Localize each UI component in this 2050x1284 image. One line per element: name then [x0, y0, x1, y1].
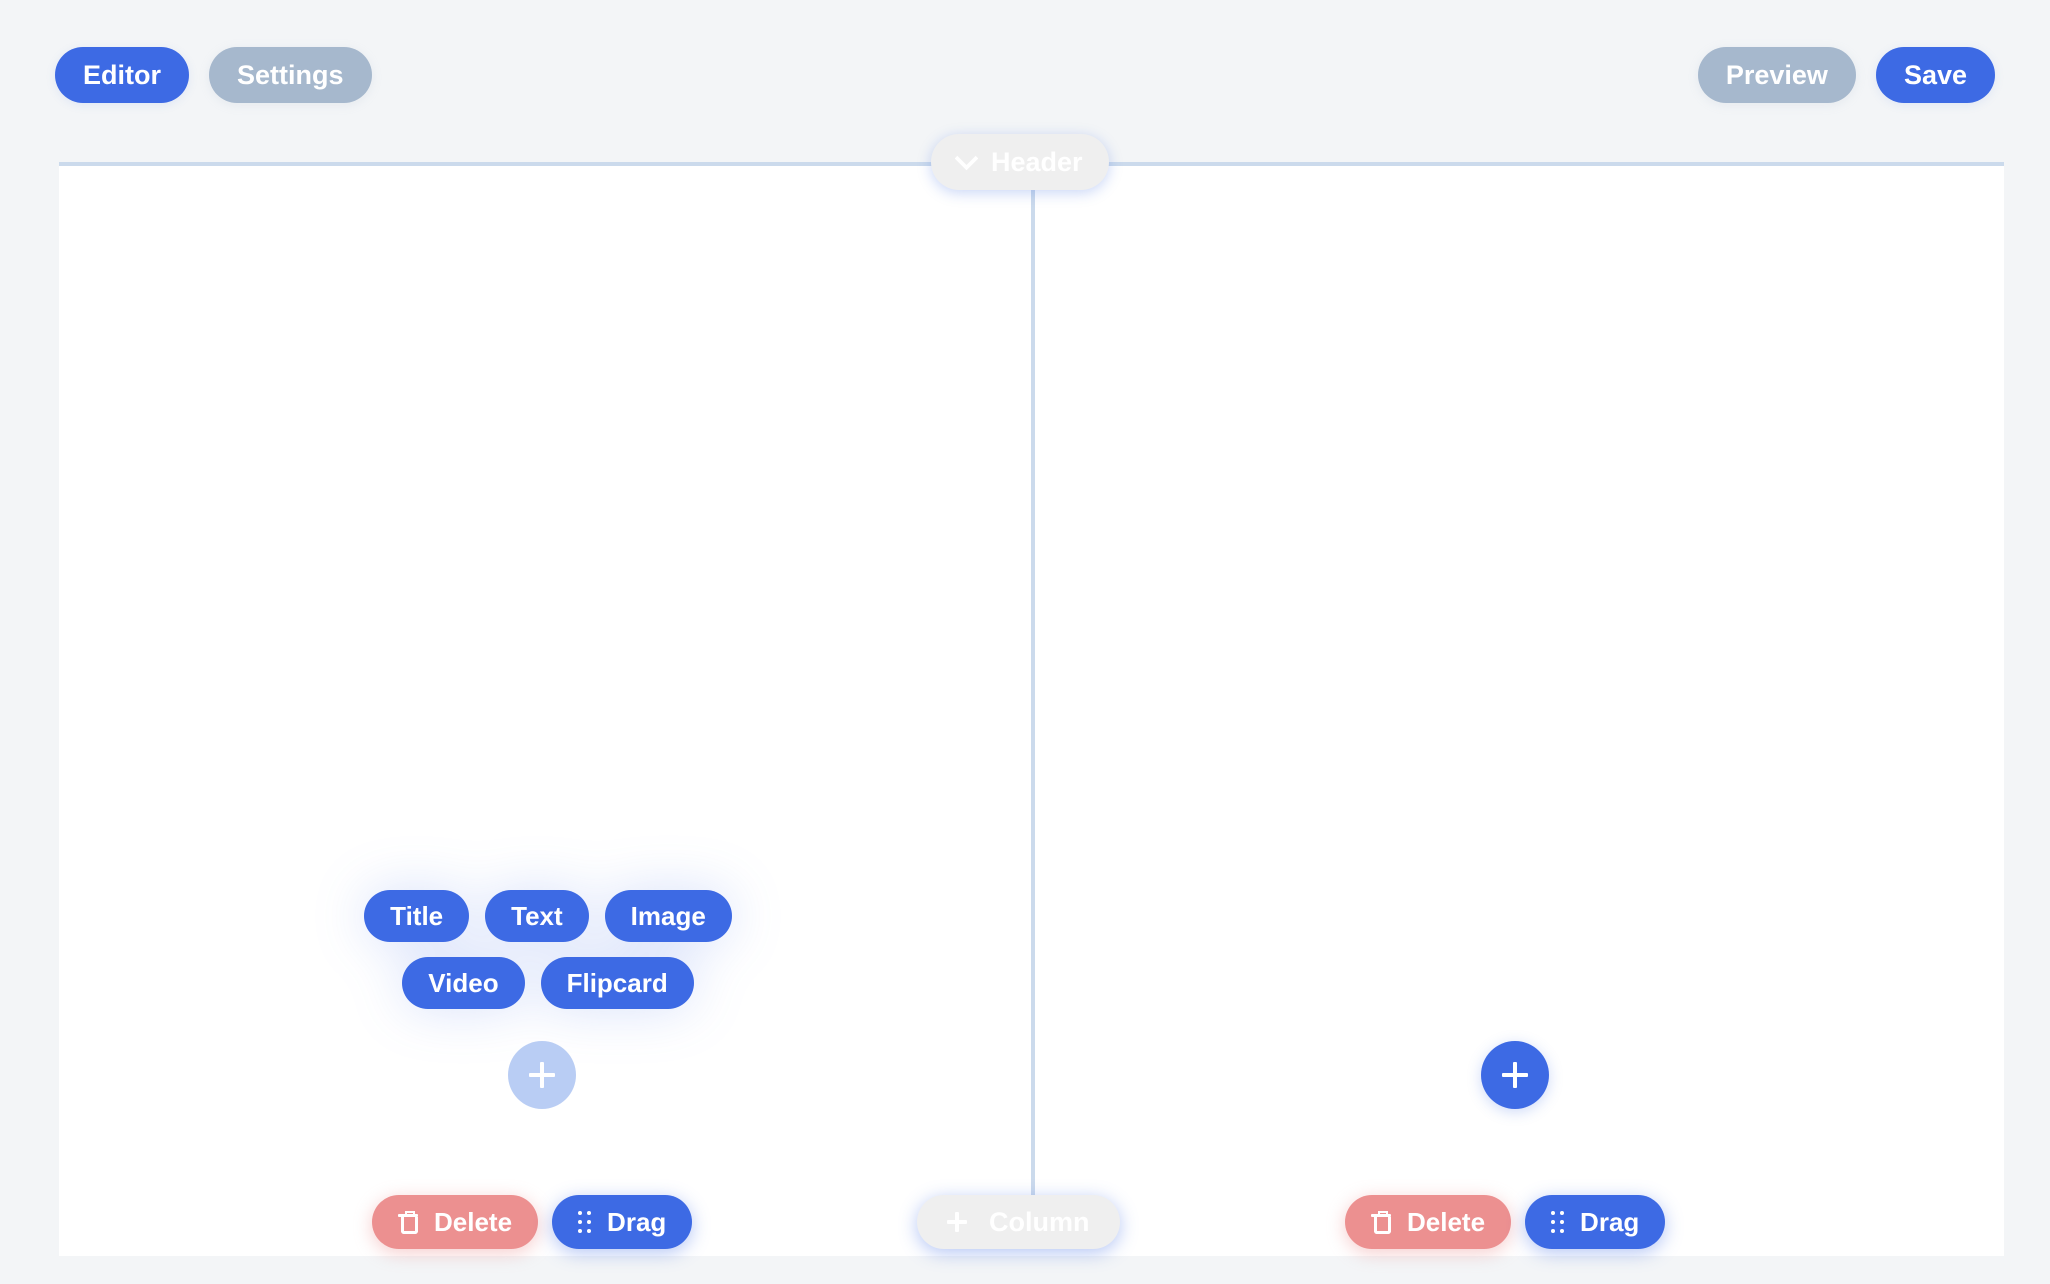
widget-option-flipcard[interactable]: Flipcard: [540, 957, 694, 1009]
delete-column-button-1[interactable]: Delete: [372, 1195, 539, 1249]
plus-icon: [1502, 1062, 1528, 1088]
grip-dots-icon: [578, 1211, 592, 1233]
widget-picker-row: Title Text Image: [364, 890, 732, 942]
delete-label: Delete: [434, 1207, 513, 1237]
widget-option-image[interactable]: Image: [604, 890, 732, 942]
section-header-toggle[interactable]: Header: [931, 134, 1109, 190]
grip-dots-icon: [1551, 1211, 1565, 1233]
add-column-button[interactable]: Column: [917, 1195, 1120, 1249]
add-block-button-column-2[interactable]: [1481, 1041, 1549, 1109]
top-toolbar: Editor Settings Preview Save: [0, 0, 2050, 163]
add-column-label: Column: [989, 1206, 1090, 1237]
delete-label: Delete: [1407, 1207, 1486, 1237]
column-actions-column-1: Delete Drag: [372, 1195, 693, 1249]
widget-picker-menu: Title Text Image Video Flipcard: [318, 890, 778, 1009]
widget-option-title[interactable]: Title: [364, 890, 470, 942]
column-divider: [1031, 166, 1035, 1198]
save-button[interactable]: Save: [1875, 47, 1995, 103]
toolbar-left-group: Editor Settings: [55, 47, 372, 103]
drag-label: Drag: [1580, 1207, 1640, 1237]
drag-column-handle-2[interactable]: Drag: [1525, 1195, 1666, 1249]
tab-editor[interactable]: Editor: [55, 47, 189, 103]
trash-icon: [1371, 1210, 1391, 1234]
plus-icon: [947, 1212, 967, 1232]
plus-icon: [529, 1062, 555, 1088]
toolbar-right-group: Preview Save: [1697, 47, 1995, 103]
column-actions-column-2: Delete Drag: [1345, 1195, 1666, 1249]
chevron-down-icon: [957, 150, 975, 168]
preview-button[interactable]: Preview: [1697, 47, 1856, 103]
add-block-button-column-1[interactable]: [508, 1041, 576, 1109]
widget-picker-row: Video Flipcard: [402, 957, 694, 1009]
drag-label: Drag: [607, 1207, 667, 1237]
widget-option-video[interactable]: Video: [402, 957, 525, 1009]
widget-option-text[interactable]: Text: [485, 890, 589, 942]
tab-settings[interactable]: Settings: [209, 47, 372, 103]
drag-column-handle-1[interactable]: Drag: [552, 1195, 693, 1249]
trash-icon: [398, 1210, 418, 1234]
section-header-label: Header: [991, 146, 1083, 177]
delete-column-button-2[interactable]: Delete: [1345, 1195, 1512, 1249]
